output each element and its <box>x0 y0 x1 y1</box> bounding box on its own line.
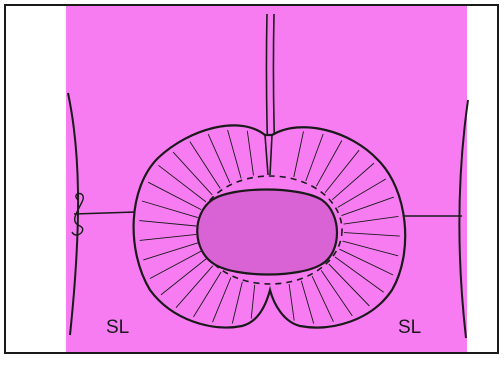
label-sl-right: SL <box>398 318 421 337</box>
label-sl-left: SL <box>106 318 129 337</box>
central-opening <box>197 190 337 275</box>
